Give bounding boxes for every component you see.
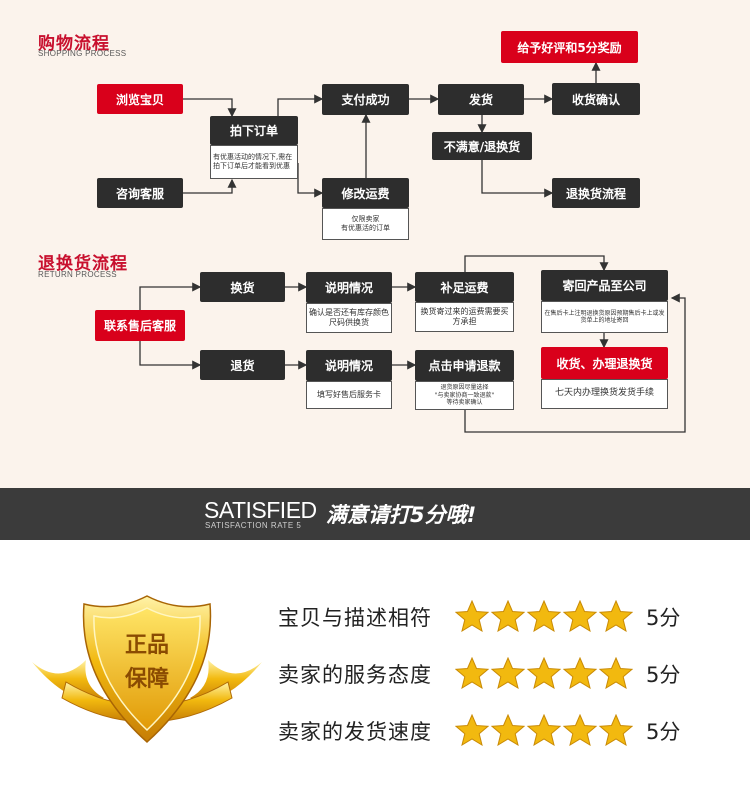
star-icon	[527, 600, 561, 632]
apply-note-line-2: "与卖家协商一致退款"	[434, 391, 495, 399]
contact-step: 联系售后客服	[95, 310, 185, 341]
reward-step: 给予好评和5分奖励	[501, 31, 638, 63]
star-icon	[491, 600, 525, 632]
modify-note-line-2: 有优惠活的订单	[341, 224, 390, 232]
arrow-order-pay	[277, 94, 324, 116]
rating-stars-service	[455, 657, 633, 689]
star-icon	[563, 600, 597, 632]
send-back-step: 寄回产品至公司	[541, 270, 668, 301]
explain-note-1: 确认是否还有库存颜色尺码供换货	[306, 303, 392, 333]
rating-stars-shipping	[455, 714, 633, 746]
send-back-note: 在售后卡上注明退换货原因预期售后卡上或发货单上的地址寄回	[541, 301, 668, 333]
arrow-apply-sendback	[464, 293, 686, 433]
return-title: 退换货流程	[38, 254, 128, 274]
arrow-consult-order	[183, 178, 237, 194]
consult-step: 咨询客服	[97, 178, 183, 208]
receive-step: 收货、办理退换货	[541, 347, 668, 379]
extra-fee-step: 补足运费	[415, 272, 514, 302]
band-en-subtitle: SATISFACTION RATE 5	[205, 521, 302, 530]
return-flow-step: 退换货流程	[552, 178, 640, 208]
apply-refund-note: 退货原因尽量选择 "与卖家协商一致退款" 等待卖家确认	[415, 381, 514, 410]
band-en-title: SATISFIED	[204, 497, 317, 523]
arrow-unsatisfied-return	[481, 160, 554, 198]
star-icon	[599, 600, 633, 632]
ship-step: 发货	[438, 84, 524, 115]
exchange-step: 换货	[200, 272, 285, 302]
star-icon	[599, 714, 633, 746]
star-icon	[455, 657, 489, 689]
genuine-badge: 正品 保障	[26, 590, 268, 750]
confirm-step: 收货确认	[552, 83, 640, 115]
arrow-contact-exchange	[139, 282, 202, 310]
apply-refund-step: 点击申请退款	[415, 350, 514, 381]
browse-step: 浏览宝贝	[97, 84, 183, 114]
star-icon	[455, 600, 489, 632]
extra-fee-note: 换货寄过来的运费需要买方承担	[415, 302, 514, 332]
shield-icon: 正品 保障	[32, 595, 262, 744]
star-icon	[527, 657, 561, 689]
refund-step: 退货	[200, 350, 285, 380]
rating-score-description: 5分	[646, 606, 681, 630]
flow-connectors	[139, 61, 686, 433]
star-icon	[563, 714, 597, 746]
return-subtitle: RETURN PROCESS	[38, 270, 117, 279]
arrow-note-modify	[297, 163, 324, 198]
order-step: 拍下订单	[210, 116, 298, 145]
explain-step-2: 说明情况	[306, 350, 392, 381]
arrow-contact-refund	[139, 341, 202, 370]
rating-score-shipping: 5分	[646, 720, 681, 744]
rating-label-description: 宝贝与描述相符	[278, 606, 432, 630]
arrow-browse-order	[183, 98, 237, 118]
pay-step: 支付成功	[322, 84, 409, 115]
star-icon	[599, 657, 633, 689]
order-note: 有优惠活动的情况下,需在拍下订单后才能看到优惠	[210, 145, 298, 179]
apply-note-line-3: 等待卖家确认	[446, 399, 483, 407]
satisfaction-band	[0, 488, 750, 540]
rating-stars-description	[455, 600, 633, 632]
rating-label-service: 卖家的服务态度	[278, 663, 432, 687]
badge-line-1: 正品	[125, 633, 169, 658]
modify-note-line-1: 仅限卖家	[351, 215, 380, 224]
shopping-subtitle: SHOPPING PROCESS	[38, 49, 127, 58]
receive-note: 七天内办理换货发货手续	[541, 379, 668, 409]
band-cn-title: 满意请打5分哦!	[326, 503, 477, 527]
star-icon	[491, 714, 525, 746]
apply-note-line-1: 退货原因尽量选择	[440, 384, 489, 392]
rating-label-shipping: 卖家的发货速度	[278, 720, 432, 744]
modify-fee-note: 仅限卖家 有优惠活的订单	[322, 208, 409, 240]
rating-score-service: 5分	[646, 663, 681, 687]
modify-fee-step: 修改运费	[322, 178, 409, 208]
arrow-fee-sendback	[464, 255, 609, 272]
explain-note-2: 填写好售后服务卡	[306, 381, 392, 409]
star-icon	[563, 657, 597, 689]
unsatisfied-step: 不满意/退换货	[432, 132, 532, 160]
star-icon	[491, 657, 525, 689]
shopping-title: 购物流程	[38, 34, 110, 54]
explain-step-1: 说明情况	[306, 272, 392, 303]
badge-line-2: 保障	[124, 666, 169, 692]
star-icon	[527, 714, 561, 746]
star-icon	[455, 714, 489, 746]
